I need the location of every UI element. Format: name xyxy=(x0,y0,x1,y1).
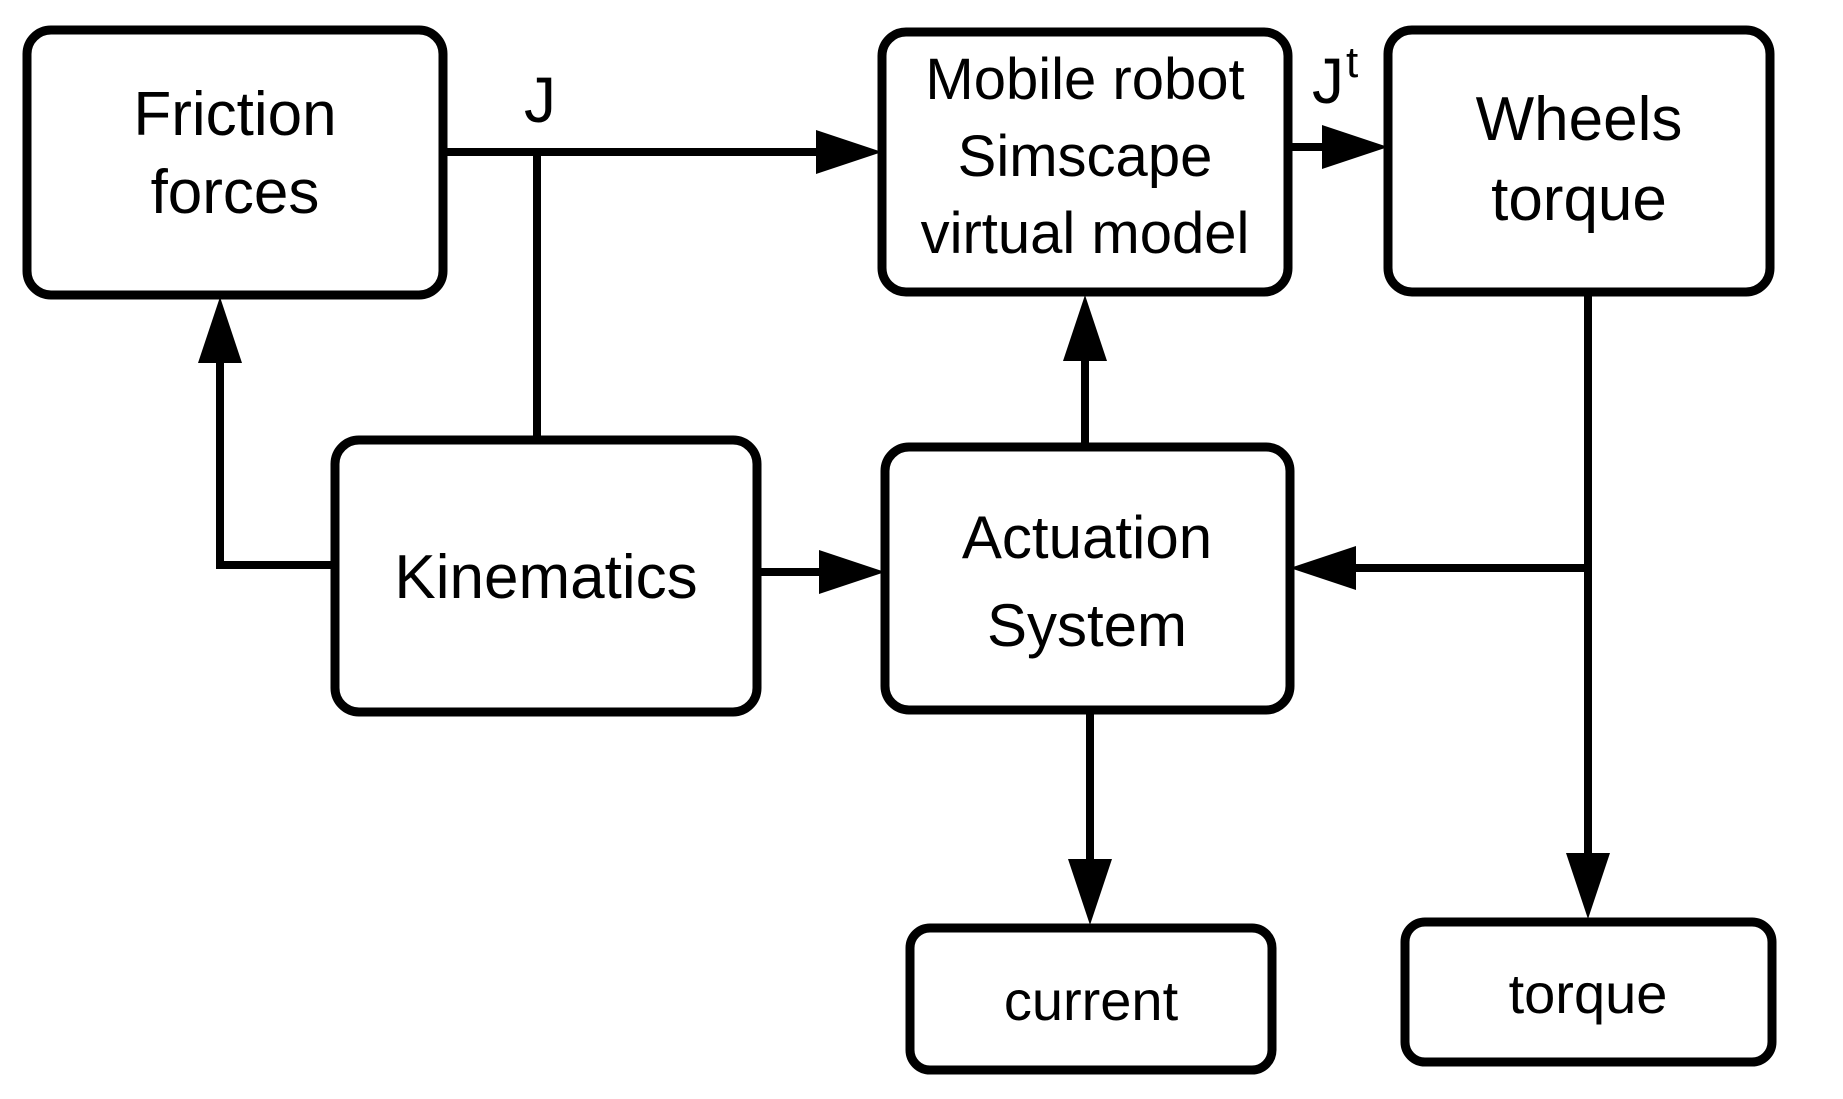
edge-friction-to-mobile xyxy=(443,130,882,174)
torque-box xyxy=(1400,917,1777,1067)
edge-label-jt-base: J xyxy=(1312,45,1344,117)
friction-forces-label-line1: Friction xyxy=(133,80,336,149)
friction-forces-label-line2: forces xyxy=(151,158,320,227)
actuation-system-box xyxy=(880,442,1295,715)
edge-wheels-to-torque xyxy=(1566,292,1610,919)
node-friction-forces: Friction forces xyxy=(22,25,448,300)
edge-kinematics-to-actuation-arrowhead xyxy=(819,550,885,594)
edge-actuation-to-current xyxy=(1068,710,1112,925)
edge-wheels-to-actuation xyxy=(1290,546,1588,590)
actuation-system-label-line2: System xyxy=(987,592,1187,659)
wheels-torque-label-line1: Wheels xyxy=(1476,85,1683,154)
node-wheels-torque: Wheels torque xyxy=(1383,25,1775,297)
mobile-robot-label-line3: virtual model xyxy=(921,201,1250,266)
node-torque: torque xyxy=(1400,917,1777,1067)
edge-wheels-to-actuation-arrowhead xyxy=(1290,546,1356,590)
kinematics-label: Kinematics xyxy=(394,543,697,612)
friction-forces-box xyxy=(22,25,448,300)
node-mobile-robot: Mobile robot Simscape virtual model xyxy=(877,27,1293,297)
mobile-robot-label-line2: Simscape xyxy=(958,124,1213,189)
wheels-torque-label-line2: torque xyxy=(1491,165,1667,234)
edge-mobile-to-wheels xyxy=(1288,125,1388,169)
edge-label-jt-superscript: t xyxy=(1346,38,1358,87)
current-label: current xyxy=(1004,969,1179,1032)
torque-label: torque xyxy=(1509,962,1668,1025)
edge-actuation-to-current-arrowhead xyxy=(1068,859,1112,925)
edge-actuation-to-mobile-arrowhead xyxy=(1063,295,1107,361)
edge-kinematics-to-actuation xyxy=(757,550,885,594)
edge-label-j: J xyxy=(524,64,556,136)
wheels-torque-box xyxy=(1383,25,1775,297)
node-actuation-system: Actuation System xyxy=(880,442,1295,715)
node-current: current xyxy=(905,923,1277,1075)
edge-kinematics-to-friction-line xyxy=(216,363,335,569)
mobile-robot-box xyxy=(877,27,1293,297)
node-kinematics: Kinematics xyxy=(330,435,762,717)
current-box xyxy=(905,923,1277,1075)
edge-kinematics-to-friction xyxy=(198,297,335,569)
edge-actuation-to-mobile xyxy=(1063,295,1107,447)
mobile-robot-label-line1: Mobile robot xyxy=(925,47,1244,112)
edge-kinematics-to-friction-arrowhead xyxy=(198,297,242,363)
edge-wheels-to-torque-arrowhead xyxy=(1566,853,1610,919)
edge-label-jt: Jt xyxy=(1312,38,1358,117)
edge-friction-to-mobile-arrowhead xyxy=(816,130,882,174)
edge-mobile-to-wheels-arrowhead xyxy=(1322,125,1388,169)
actuation-system-label-line1: Actuation xyxy=(962,504,1212,571)
kinematics-box xyxy=(330,435,762,717)
